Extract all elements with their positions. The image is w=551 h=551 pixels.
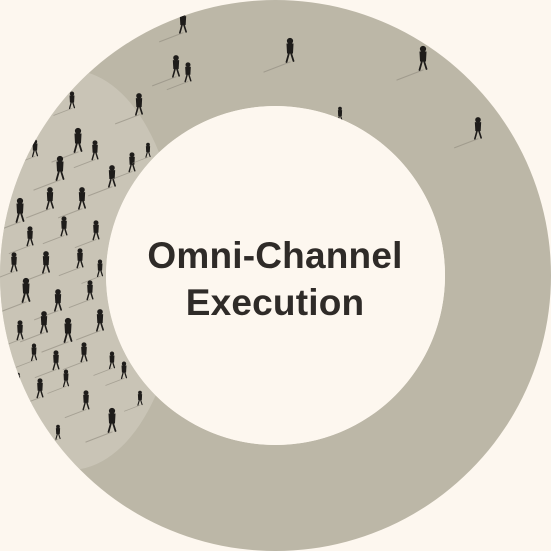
walking-figure [115, 93, 143, 125]
walking-figure [105, 361, 128, 386]
walking-figure [88, 165, 116, 197]
walking-figure [62, 342, 88, 371]
walking-figure [53, 91, 76, 116]
walking-figure [22, 251, 50, 283]
walking-figure [20, 311, 48, 343]
walking-figure [8, 226, 34, 255]
center-title: Omni-Channel Execution [110, 205, 440, 355]
walking-figure [68, 280, 94, 309]
title-line-1: Omni-Channel [147, 235, 403, 277]
walking-figure [41, 317, 73, 353]
center-circle [106, 106, 445, 445]
walking-figure [0, 252, 18, 281]
walking-figure [74, 220, 100, 249]
walking-figure [152, 55, 180, 87]
walking-figure [51, 127, 83, 163]
walking-figure [26, 187, 54, 219]
walking-figure [58, 187, 86, 219]
walking-figure [15, 343, 38, 368]
walking-figure [166, 62, 192, 91]
walking-figure [0, 277, 31, 313]
walking-figure [34, 350, 60, 379]
title-line-2: Execution [185, 282, 365, 323]
walking-figure [33, 155, 65, 191]
walking-figure [263, 37, 295, 73]
walking-figure [132, 142, 151, 164]
walking-figure [64, 390, 90, 419]
walking-figure [124, 390, 143, 412]
walking-figure [93, 351, 116, 376]
walking-figure [58, 248, 84, 277]
walking-figure [85, 407, 117, 443]
walking-figure [42, 216, 68, 245]
walking-figure [47, 369, 70, 394]
walking-figure [76, 309, 104, 341]
walking-figure [81, 259, 104, 284]
walking-figure [2, 372, 21, 394]
walking-figure [73, 140, 99, 169]
walking-figure [0, 197, 25, 233]
walking-figure [0, 320, 24, 349]
walking-figure [454, 117, 482, 149]
walking-figure [396, 45, 428, 81]
